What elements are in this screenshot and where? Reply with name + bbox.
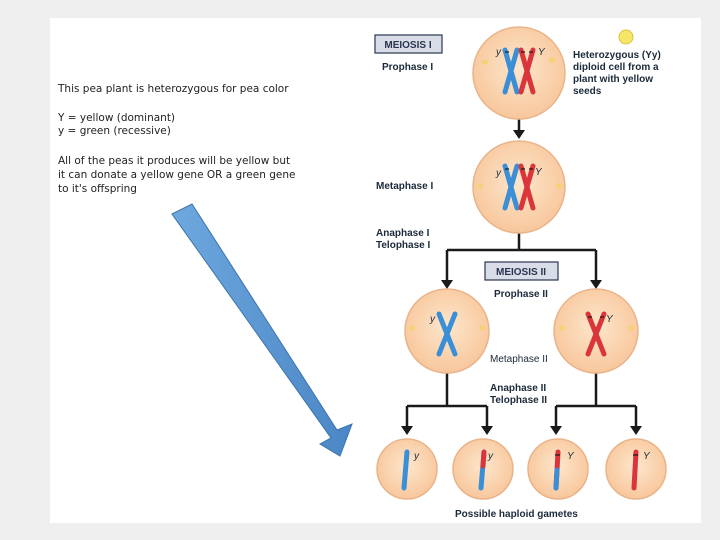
gamete-3: Y	[527, 438, 589, 500]
note-heterozygous: This pea plant is heterozygous for pea c…	[58, 83, 289, 95]
note-green-rest: green (recessive)	[79, 125, 171, 137]
meiosis1-title: MEIOSIS I	[384, 40, 431, 51]
note-green-recessive: y = green (recessive)	[58, 126, 171, 137]
hetero-line1: Heterozygous (Yy)	[573, 50, 661, 61]
meiosis2-box: MEIOSIS II	[484, 261, 559, 281]
allele-Y-g3: Y	[567, 451, 575, 462]
meiosis1-box: MEIOSIS I	[374, 34, 443, 54]
allele-Y-g4: Y	[643, 451, 651, 462]
hetero-line2: diploid cell from a	[573, 62, 659, 73]
allele-y-pro2: y	[429, 314, 436, 325]
slide-background	[50, 18, 701, 523]
allele-Y-meta1: Y	[535, 167, 543, 178]
allele-y-g1: y	[413, 451, 420, 462]
big-arrow	[171, 203, 353, 457]
hetero-line3: plant with yellow	[573, 74, 653, 85]
label-prophase2: Prophase II	[494, 289, 548, 300]
cell-prophase1: y Y	[472, 26, 566, 120]
gamete-2: y	[452, 438, 514, 500]
label-telophase2: Telophase II	[490, 395, 547, 406]
flow-arrows	[405, 117, 638, 428]
hetero-line4: seeds	[573, 86, 602, 97]
allele-y-top: y	[495, 47, 502, 58]
label-telophase1: Telophase I	[376, 240, 430, 251]
allele-Y-pro2: Y	[606, 314, 614, 325]
allele-y-meta1: y	[495, 168, 502, 179]
arrowheads	[401, 130, 642, 435]
label-gametes: Possible haploid gametes	[455, 509, 578, 520]
note-yellow-dominant: Y = yellow (dominant)	[58, 112, 176, 124]
allele-y-g2: y	[487, 451, 494, 462]
cell-metaphase1: y Y	[472, 140, 566, 234]
label-metaphase2: Metaphase II	[490, 354, 548, 365]
cell-prophase2-right: Y	[553, 288, 639, 374]
label-anaphase1: Anaphase I	[376, 228, 430, 239]
meiosis2-title: MEIOSIS II	[496, 267, 546, 278]
note-peas-line2: it can donate a yellow gene OR a green g…	[58, 169, 296, 181]
note-green-prefix: y =	[58, 125, 80, 137]
label-prophase1: Prophase I	[382, 62, 433, 73]
yellow-seed-icon	[618, 29, 634, 45]
label-metaphase1: Metaphase I	[376, 181, 433, 192]
gamete-1: y	[376, 438, 438, 500]
note-peas-line3: to it's offspring	[58, 183, 137, 195]
gamete-4: Y	[605, 438, 667, 500]
label-anaphase2: Anaphase II	[490, 383, 546, 394]
cell-prophase2-left: y	[404, 288, 490, 374]
allele-Y-top: Y	[538, 47, 546, 58]
note-peas-line1: All of the peas it produces will be yell…	[58, 155, 291, 167]
